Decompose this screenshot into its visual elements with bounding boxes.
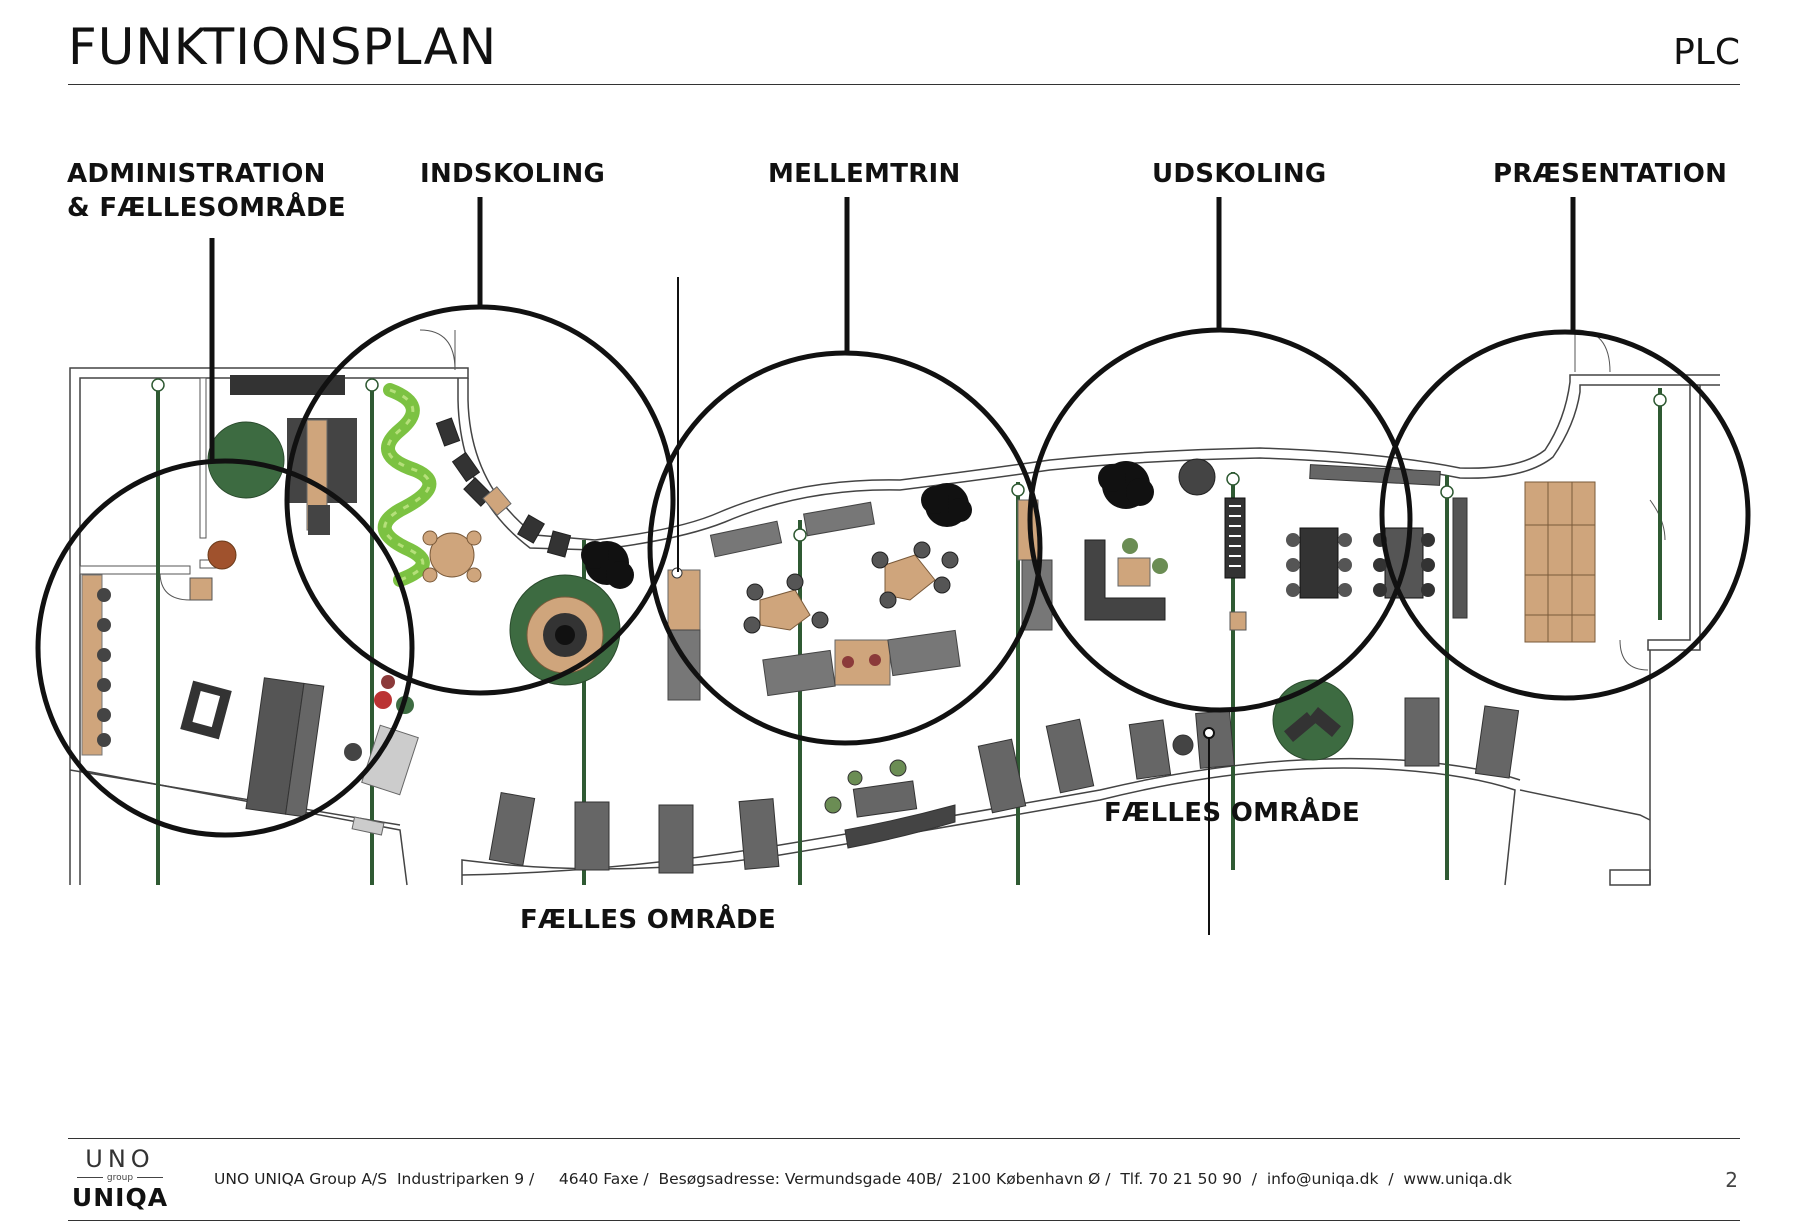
shared-area-stools — [824, 734, 1194, 814]
common-area-label-right: FÆLLES OMRÅDE — [1104, 798, 1361, 828]
page-title: FUNKTIONSPLAN — [68, 18, 498, 76]
project-code: PLC — [1673, 32, 1740, 73]
leader-lines — [209, 197, 1576, 462]
rail-end-markers — [151, 378, 1667, 542]
zone-circle-udskoling — [1027, 327, 1413, 713]
zone-label-mellemtrin: MELLEMTRIN — [768, 159, 961, 189]
common-area-label-left: FÆLLES OMRÅDE — [520, 905, 777, 935]
zone-label-praesentation: PRÆSENTATION — [1493, 159, 1728, 189]
logo-uniqa: UNIQA — [71, 1183, 169, 1212]
leader-end-marker — [1203, 727, 1215, 739]
green-round-table — [1272, 679, 1354, 761]
zone-label-administration: ADMINISTRATION & FÆLLESOMRÅDE — [67, 157, 346, 225]
thin-leader-lines — [677, 277, 1210, 935]
zone-circle-administration — [35, 458, 415, 838]
zone-label-udskoling: UDSKOLING — [1152, 159, 1327, 189]
page-number: 2 — [1725, 1168, 1738, 1192]
mellemtrin-furniture — [667, 483, 972, 701]
green-snake — [377, 383, 437, 587]
praesentation-furniture — [1524, 481, 1596, 643]
header-rule — [68, 84, 1740, 85]
company-logo: UNO group UNIQA — [70, 1145, 170, 1212]
zone-label-line: & FÆLLESOMRÅDE — [67, 193, 346, 223]
udskoling-furniture — [1017, 458, 1468, 631]
zone-label-line: ADMINISTRATION — [67, 159, 326, 189]
logo-group-text: group — [106, 1173, 134, 1183]
zone-label-indskoling: INDSKOLING — [420, 159, 606, 189]
logo-uno: UNO — [85, 1145, 155, 1173]
footer-contact-info: UNO UNIQA Group A/S Industriparken 9 / 4… — [214, 1170, 1512, 1188]
indskoling-furniture — [422, 417, 634, 686]
admin-furniture — [81, 375, 419, 836]
logo-group: group — [70, 1173, 170, 1183]
shared-area-furniture — [488, 697, 1520, 874]
zone-circle-praesentation — [1379, 329, 1751, 701]
footer-rule-top — [68, 1138, 1740, 1139]
